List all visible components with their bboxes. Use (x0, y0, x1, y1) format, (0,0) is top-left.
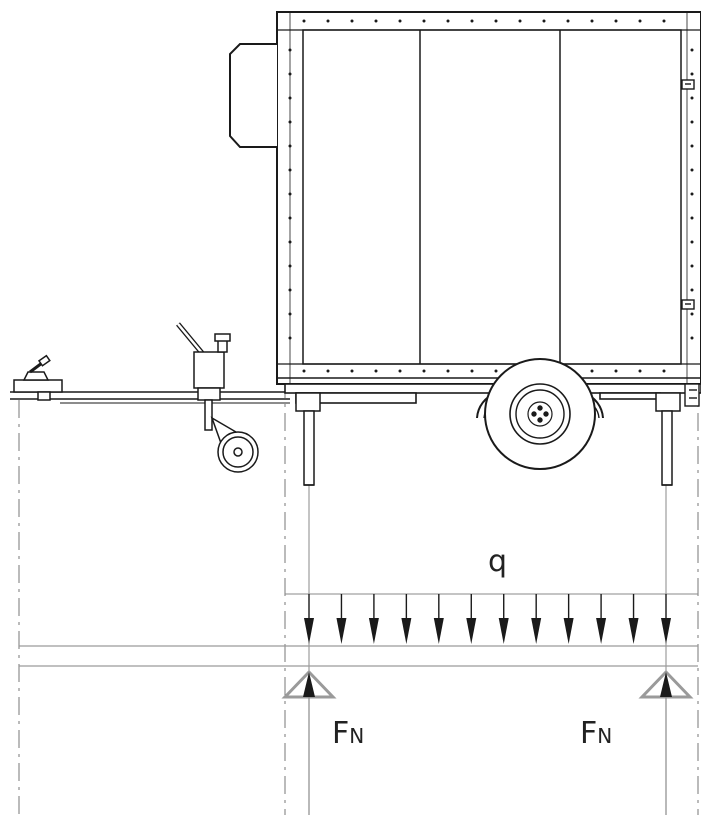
rivet (662, 369, 666, 373)
construction-lines (18, 380, 699, 815)
main-wheel (476, 358, 604, 470)
load-arrow (466, 594, 477, 644)
reaction-force-arrows (303, 672, 672, 815)
drawbar (10, 391, 290, 404)
rivet (566, 19, 570, 23)
rivet (638, 19, 642, 23)
front-vent (229, 43, 277, 148)
rivet (690, 96, 694, 100)
support-leg-rear (655, 392, 681, 486)
rivet (326, 19, 330, 23)
load-arrow (661, 594, 671, 644)
rivet (350, 19, 354, 23)
rivet (690, 240, 694, 244)
beam (19, 645, 698, 667)
rivet (302, 19, 306, 23)
rivet (350, 369, 354, 373)
rivet (690, 168, 694, 172)
rivet (422, 369, 426, 373)
rivet (494, 369, 498, 373)
rivet (494, 19, 498, 23)
rivet (288, 48, 292, 52)
rivet (288, 336, 292, 340)
rivet (374, 369, 378, 373)
load-arrow (433, 594, 444, 644)
rivet (288, 144, 292, 148)
rivet (398, 19, 402, 23)
load-arrow (368, 594, 379, 644)
load-arrow (498, 594, 509, 644)
rivet (518, 19, 522, 23)
rivet (288, 264, 292, 268)
rivet (422, 19, 426, 23)
rivet (302, 369, 306, 373)
rivet (288, 96, 292, 100)
rivet (690, 48, 694, 52)
rivet (690, 216, 694, 220)
rivet (690, 120, 694, 124)
load-arrow (628, 594, 639, 644)
rivet (690, 264, 694, 268)
reaction-force-right-label: FN (580, 716, 612, 751)
distributed-load-label: q (488, 544, 507, 579)
rivet (690, 192, 694, 196)
rivet (470, 19, 474, 23)
rivet (614, 19, 618, 23)
rivet (288, 192, 292, 196)
rivet (288, 72, 292, 76)
support-triangles (281, 669, 694, 699)
load-arrow (596, 594, 607, 644)
cargo-box (276, 11, 701, 385)
rivet (288, 240, 292, 244)
rivet (446, 19, 450, 23)
load-arrow (304, 594, 314, 644)
jockey-wheel (176, 322, 259, 473)
load-arrow (401, 594, 412, 644)
rivet (690, 288, 694, 292)
rivet (662, 19, 666, 23)
rivet (398, 369, 402, 373)
rivet (638, 369, 642, 373)
rivet (590, 369, 594, 373)
rivet (542, 19, 546, 23)
reaction-force-left-label: FN (332, 716, 364, 751)
load-arrow (563, 594, 574, 644)
load-arrow (531, 594, 542, 644)
rivet (470, 369, 474, 373)
rivet (288, 312, 292, 316)
rivet (690, 312, 694, 316)
rivet (288, 288, 292, 292)
distributed-load-arrows (304, 594, 671, 644)
rivet (374, 19, 378, 23)
rivet (326, 369, 330, 373)
rivet (614, 369, 618, 373)
rivet (288, 168, 292, 172)
box-rivets (288, 19, 694, 373)
rivet (288, 120, 292, 124)
rivet (446, 369, 450, 373)
support-leg-front (295, 392, 321, 486)
load-arrow (336, 594, 347, 644)
rivet (690, 336, 694, 340)
rivet (590, 19, 594, 23)
tow-coupling (13, 354, 63, 401)
rivet (690, 144, 694, 148)
rear-light (684, 383, 700, 407)
rivet (288, 216, 292, 220)
rivet (690, 72, 694, 76)
rear-hinges (681, 79, 695, 310)
